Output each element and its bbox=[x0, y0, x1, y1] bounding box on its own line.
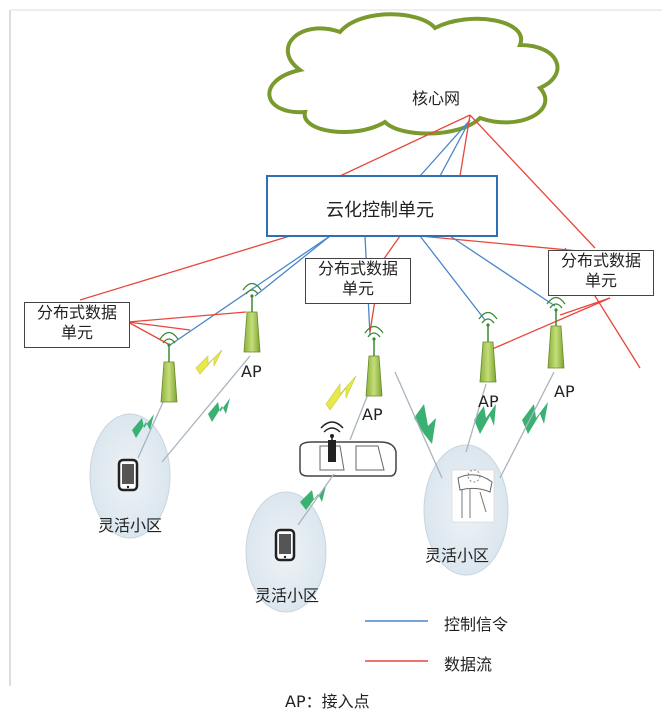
car-icon bbox=[299, 421, 397, 477]
cloud-control-unit-label: 云化控制单元 bbox=[326, 200, 434, 221]
core-network-label: 核心网 bbox=[412, 89, 461, 108]
ap-antenna-3 bbox=[364, 325, 384, 397]
ap-antenna-1 bbox=[159, 331, 179, 403]
ap-label: AP bbox=[554, 382, 575, 401]
wireless-links bbox=[132, 398, 548, 510]
wireless-link-lines bbox=[137, 355, 555, 526]
distributed-data-unit-box: 分布式数据 单元 bbox=[548, 250, 654, 296]
legend-data-label: 数据流 bbox=[444, 655, 493, 674]
flexible-cell-label: 灵活小区 bbox=[255, 586, 320, 605]
legend-control-label: 控制信令 bbox=[444, 615, 509, 634]
distributed-data-unit-label-line1: 分布式数据 bbox=[317, 259, 398, 278]
ap-label: AP bbox=[478, 392, 499, 411]
distributed-data-unit-label-line2: 单元 bbox=[584, 271, 617, 290]
core-network-cloud bbox=[267, 12, 560, 136]
ap-label: AP bbox=[362, 405, 383, 424]
distributed-data-unit-label-line2: 单元 bbox=[60, 323, 93, 342]
ap-label: AP bbox=[241, 362, 262, 381]
inter-ap-links bbox=[195, 349, 357, 411]
ap-antenna-2 bbox=[242, 282, 262, 353]
ap-antenna-5 bbox=[546, 296, 566, 369]
distributed-data-unit-label-line1: 分布式数据 bbox=[36, 303, 117, 322]
distributed-data-unit-box: 分布式数据 单元 bbox=[305, 258, 411, 304]
distributed-data-unit-box: 分布式数据 单元 bbox=[24, 302, 130, 348]
distributed-data-unit-label-line1: 分布式数据 bbox=[560, 251, 641, 270]
ap-antenna-4 bbox=[478, 311, 498, 383]
flexible-cell-label: 灵活小区 bbox=[98, 516, 163, 535]
vr-user-icon bbox=[451, 469, 495, 523]
cloud-control-unit-box bbox=[266, 175, 498, 237]
distributed-data-unit-label-line2: 单元 bbox=[341, 279, 374, 298]
phone-icon bbox=[274, 528, 296, 562]
phone-icon bbox=[117, 458, 139, 492]
footnote: AP：接入点 bbox=[285, 692, 370, 711]
flexible-cell-label: 灵活小区 bbox=[425, 546, 490, 565]
